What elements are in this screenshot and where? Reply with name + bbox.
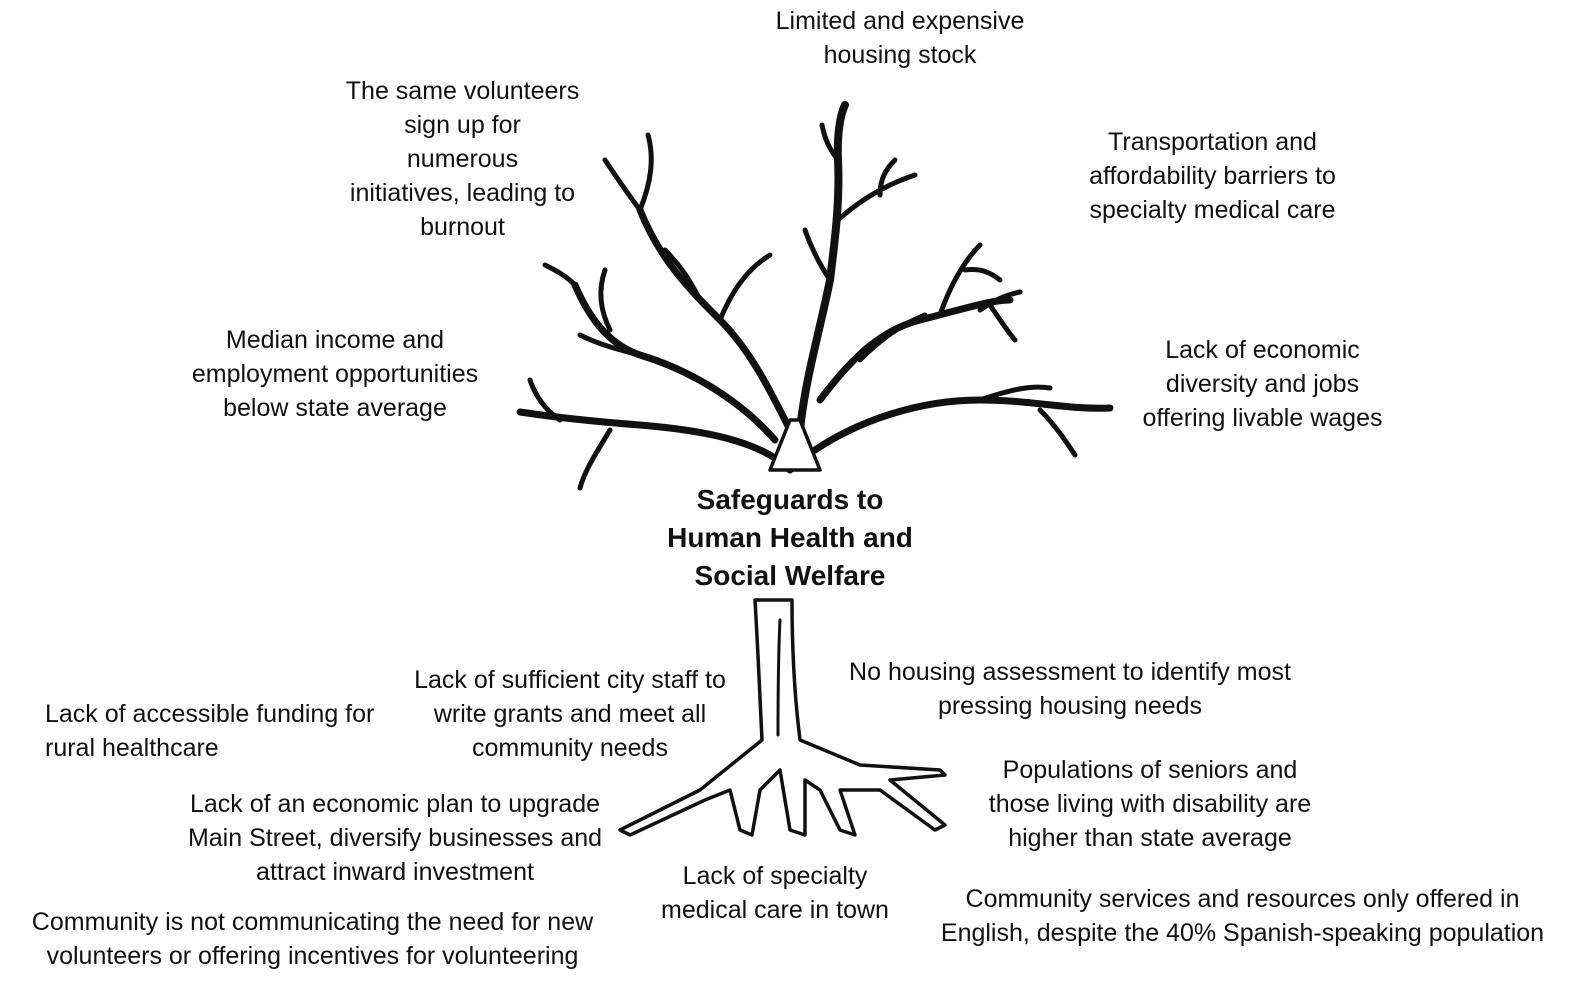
branch-center [796,101,849,434]
label-median-income: Median income and employment opportuniti… [191,326,479,422]
tree-roots [618,598,947,837]
branch-right-upper [816,296,1014,404]
label-housing-assessment: No housing assessment to identify most p… [849,658,1291,720]
branch-left-main [571,281,779,444]
label-seniors-disability: Populations of seniors and those living … [988,756,1312,852]
trunk-upper [768,418,822,472]
label-economic-plan: Lack of an economic plan to upgrade Main… [187,790,603,886]
tree-branches [516,101,1114,491]
branch-left-lower-twig [577,427,613,491]
label-specialty-care: Lack of specialty medical care in town [661,862,889,924]
label-volunteer-communication: Community is not communicating the need … [31,908,594,970]
label-transportation: Transportation and affordability barrier… [1089,128,1336,224]
label-housing-stock: Limited and expensive housing stock [775,7,1025,69]
center-title: Safeguards to Human Health and Social We… [610,481,970,595]
label-economic-diversity: Lack of economic diversity and jobs offe… [1142,336,1383,432]
branch-left-upper [636,206,794,434]
trunk-lower [618,598,947,837]
label-rural-funding: Lack of accessible funding for rural hea… [45,700,375,762]
label-language-services: Community services and resources only of… [940,885,1545,947]
label-volunteer-burnout: The same volunteers sign up for numerous… [345,77,580,241]
label-city-staff: Lack of sufficient city staff to write g… [414,666,726,762]
